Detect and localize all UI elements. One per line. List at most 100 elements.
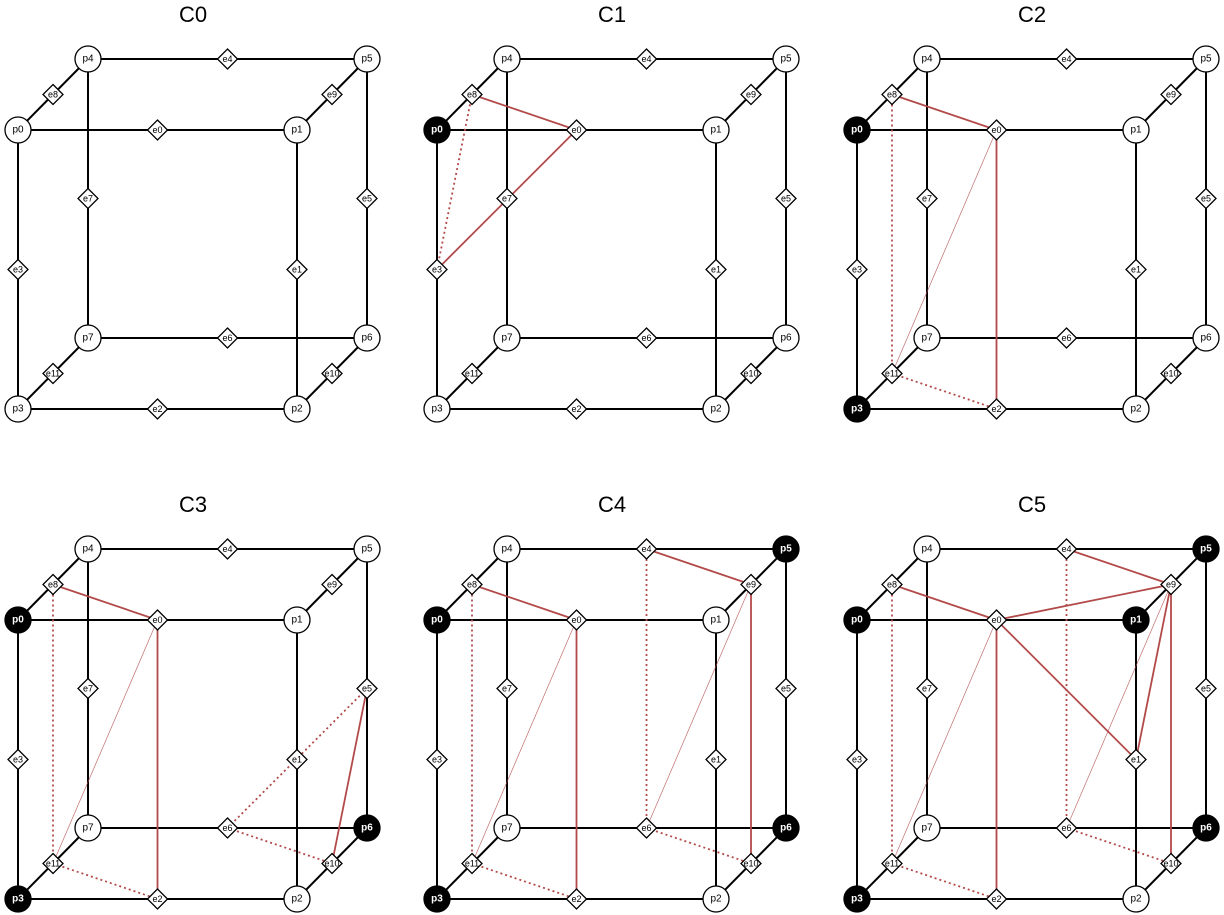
- diamond-marker: [7, 258, 29, 281]
- diamond-marker: [1160, 573, 1182, 596]
- edge-marker-e11: e11: [461, 852, 483, 875]
- vertex-circle: [4, 395, 32, 423]
- vertex-label: p2: [291, 404, 303, 415]
- edge-marker-e11: e11: [881, 852, 903, 875]
- edge-label: e10: [743, 369, 758, 379]
- vertex-p0: p0: [423, 606, 451, 634]
- edge-label: e1: [1131, 755, 1141, 765]
- vertex-label: p4: [501, 544, 513, 555]
- edge-marker-e0: e0: [985, 609, 1008, 631]
- vertex-circle: [493, 324, 521, 352]
- triangle-edge-e4-e9: [646, 548, 752, 586]
- diamond-marker: [356, 677, 378, 700]
- edge-marker-e9: e9: [740, 573, 762, 596]
- active-vertex-circle: [4, 885, 32, 913]
- diamond-marker: [146, 609, 169, 631]
- edge-marker-e6: e6: [1055, 817, 1078, 839]
- vertex-circle: [772, 324, 800, 352]
- vertex-p4: p4: [913, 535, 941, 563]
- edge-label: e7: [502, 194, 512, 204]
- edge-label: e6: [1061, 823, 1071, 833]
- vertex-p1: p1: [283, 116, 311, 144]
- edge-label: e2: [152, 894, 162, 904]
- edge-label: e8: [48, 580, 58, 590]
- diamond-marker: [216, 327, 239, 349]
- edge-marker-e3: e3: [7, 748, 29, 771]
- vertex-p3: p3: [423, 395, 451, 423]
- edge-marker-e4: e4: [635, 48, 658, 70]
- triangle-edge-e8-e0: [891, 93, 997, 131]
- edge-marker-e7: e7: [496, 677, 518, 700]
- active-vertex-circle: [353, 814, 381, 842]
- triangle-edge-e8-e0: [471, 93, 577, 131]
- diamond-marker: [705, 748, 727, 771]
- edge-label: e5: [362, 684, 372, 694]
- vertex-p2: p2: [702, 885, 730, 913]
- edge-label: e8: [887, 90, 897, 100]
- vertex-p2: p2: [283, 885, 311, 913]
- diamond-marker: [356, 187, 378, 210]
- vertex-label: p3: [431, 894, 443, 905]
- vertex-circle: [353, 324, 381, 352]
- edge-marker-e7: e7: [916, 187, 938, 210]
- diamond-marker: [461, 573, 483, 596]
- vertex-p1: p1: [1122, 606, 1150, 634]
- edge-label: e7: [83, 684, 93, 694]
- vertex-label: p2: [1130, 894, 1142, 905]
- vertex-label: p4: [501, 54, 513, 65]
- vertex-label: p7: [82, 823, 94, 834]
- edge-marker-e1: e1: [286, 258, 308, 281]
- panel-title: C5: [1018, 492, 1046, 517]
- triangle-edge-e5-e10: [331, 688, 368, 864]
- vertex-circle: [283, 606, 311, 634]
- triangle-edge-e0-e11: [471, 619, 577, 864]
- edge-label: e0: [152, 125, 162, 135]
- vertex-label: p7: [921, 823, 933, 834]
- edge-marker-e9: e9: [740, 83, 762, 106]
- vertex-p4: p4: [74, 535, 102, 563]
- edge-marker-e2: e2: [985, 888, 1008, 910]
- active-vertex-circle: [4, 606, 32, 634]
- edge-label: e11: [465, 859, 479, 869]
- vertex-label: p1: [291, 125, 303, 136]
- vertex-p5: p5: [772, 45, 800, 73]
- vertex-p3: p3: [4, 885, 32, 913]
- vertex-label: p0: [12, 125, 24, 136]
- diamond-marker: [635, 48, 658, 70]
- diamond-marker: [461, 83, 483, 106]
- vertex-p3: p3: [843, 885, 871, 913]
- diamond-marker: [321, 573, 343, 596]
- active-vertex-circle: [423, 885, 451, 913]
- edge-label: e0: [152, 615, 162, 625]
- vertex-label: p6: [780, 823, 792, 834]
- vertex-p2: p2: [702, 395, 730, 423]
- panel-title: C3: [179, 492, 207, 517]
- vertex-p2: p2: [1122, 885, 1150, 913]
- triangle-edge-e0-e11: [891, 129, 997, 374]
- vertex-circle: [1192, 324, 1220, 352]
- diamond-marker: [740, 852, 762, 875]
- edge-label: e9: [1166, 90, 1176, 100]
- vertex-p6: p6: [1192, 324, 1220, 352]
- vertex-circle: [74, 535, 102, 563]
- diamond-marker: [740, 573, 762, 596]
- edge-marker-e9: e9: [1160, 573, 1182, 596]
- active-vertex-circle: [1122, 606, 1150, 634]
- diamond-marker: [881, 83, 903, 106]
- diamond-marker: [146, 398, 169, 420]
- edge-marker-e7: e7: [77, 187, 99, 210]
- vertex-label: p7: [921, 333, 933, 344]
- diamond-marker: [1195, 677, 1217, 700]
- triangle-edge-e0-e11: [891, 619, 997, 864]
- diamond-marker: [321, 852, 343, 875]
- vertex-circle: [913, 324, 941, 352]
- diamond-marker: [321, 83, 343, 106]
- vertex-label: p3: [851, 404, 863, 415]
- active-vertex-circle: [772, 814, 800, 842]
- edge-label: e7: [502, 684, 512, 694]
- diamond-marker: [42, 573, 64, 596]
- diamond-marker: [985, 119, 1008, 141]
- edge-label: e6: [641, 823, 651, 833]
- edge-marker-e4: e4: [216, 48, 239, 70]
